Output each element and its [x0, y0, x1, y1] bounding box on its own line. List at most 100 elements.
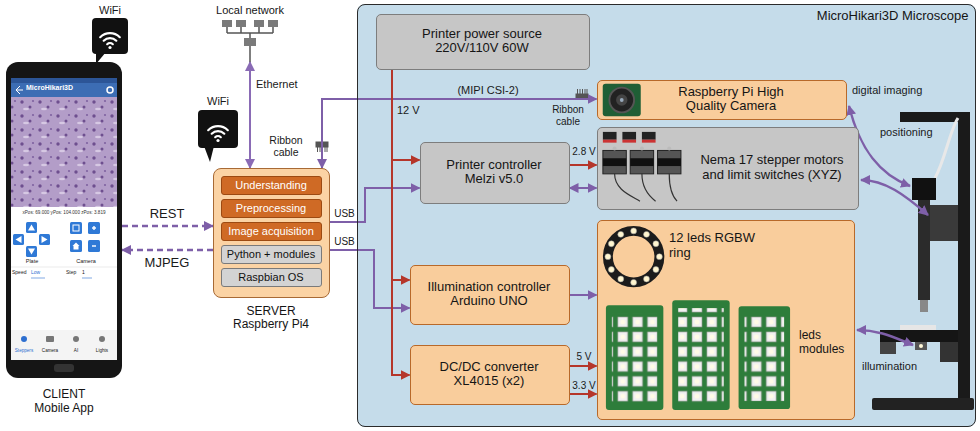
line-shape [31, 278, 45, 279]
illumination-controller-box: Illumination controller Arduino UNO [410, 265, 570, 325]
app-label: Speed [12, 270, 30, 276]
rect-shape [222, 20, 232, 27]
nav-label: AI [64, 348, 88, 353]
circle-shape [108, 46, 111, 49]
software-layer: Raspbian OS [221, 268, 322, 287]
circle-shape [652, 240, 658, 246]
connector-line [330, 188, 420, 222]
circle-shape [21, 336, 27, 342]
rect-shape [918, 200, 930, 300]
server-caption: SERVER Raspberry Pi4 [225, 305, 317, 333]
rect-shape [657, 158, 680, 166]
rect-shape [93, 226, 94, 230]
function-label: positioning [880, 126, 942, 139]
rect-shape [70, 240, 82, 252]
g-shape [602, 83, 640, 115]
printer-controller-box: Printer controller Melzi v5.0 [420, 142, 570, 204]
app-value: 1 [82, 270, 92, 276]
rect-shape [268, 20, 278, 27]
circle-shape [612, 146, 616, 150]
connector-line [249, 62, 251, 168]
connector-label: MJPEG [137, 256, 197, 271]
circle-shape [616, 94, 627, 105]
line-shape [11, 267, 117, 268]
g-shape [13, 222, 100, 257]
rect-shape [622, 131, 636, 139]
wifi-bubble [92, 18, 128, 64]
rect-shape [602, 131, 616, 139]
function-label: illumination [862, 360, 930, 373]
server-box: SERVER Raspberry Pi4UnderstandingPreproc… [213, 168, 330, 298]
circle-shape [667, 146, 671, 150]
path-shape [100, 33, 120, 44]
rect-shape [940, 342, 958, 362]
rect-shape [70, 222, 82, 234]
nav-label: Camera [38, 348, 62, 353]
wifi-label: WiFi [196, 95, 240, 108]
path-shape [208, 126, 228, 137]
network-label: Local network [207, 4, 293, 17]
rect-shape [244, 38, 256, 46]
polygon-shape [73, 243, 80, 247]
rect-shape [641, 131, 655, 139]
g-shape [16, 225, 97, 255]
power-source-box: Printer power source 220V/110V 60W [376, 14, 590, 70]
g-shape [604, 227, 661, 284]
polygon-shape [28, 249, 35, 255]
rect-shape [602, 139, 616, 142]
g-shape [6, 62, 122, 378]
g-shape [604, 227, 789, 409]
box-label: 12 leds RGBW ring [669, 231, 769, 261]
wifi-bubble [198, 110, 238, 162]
rect-shape [11, 78, 117, 83]
path-shape [227, 27, 273, 62]
path-shape [857, 330, 913, 345]
rect-shape [605, 305, 662, 410]
rect-shape [611, 313, 657, 402]
rect-shape [602, 158, 625, 166]
connector-line [570, 393, 597, 395]
circle-shape [652, 266, 658, 272]
rect-shape [92, 18, 128, 54]
rect-shape [900, 325, 936, 330]
polygon-shape [28, 225, 35, 231]
stepper-motors-box: Nema 17 stepper motors and limit switche… [597, 127, 859, 210]
rect-shape [6, 62, 122, 378]
polygon-shape [204, 146, 214, 162]
rect-shape [13, 234, 24, 245]
position-readout: xPos: 69.000 yPos: 104.000 zPos: 3.819 [11, 210, 117, 215]
circle-shape [630, 227, 636, 233]
rect-shape [11, 97, 117, 207]
rect-shape [88, 240, 100, 252]
app-label: Step [66, 270, 81, 276]
polygon-shape [16, 236, 22, 243]
app-label: Camera [66, 258, 106, 264]
path-shape [16, 86, 23, 94]
layer-label: Raspbian OS [224, 271, 319, 284]
rect-shape [11, 83, 117, 97]
box-label: leds modules [799, 329, 851, 357]
g-shape [602, 131, 680, 200]
rect-shape [39, 234, 50, 245]
circle-shape [639, 146, 643, 150]
circle-shape [99, 336, 105, 342]
circle-shape [617, 231, 623, 237]
circle-shape [619, 98, 623, 102]
rect-shape [872, 398, 974, 410]
function-label: digital imaging [852, 84, 934, 97]
rect-shape [672, 300, 729, 410]
connector-label: 3.3 V [571, 380, 597, 392]
ribbon-connector [576, 89, 588, 99]
rect-shape [602, 83, 640, 115]
port-label: USB [333, 236, 356, 248]
panel-ground [357, 4, 976, 427]
box-label: Illumination controller Arduino UNO [417, 280, 561, 310]
circle-shape [643, 231, 649, 237]
rect-shape [641, 139, 655, 142]
rect-shape [678, 308, 724, 403]
rect-shape [602, 150, 625, 173]
signal-label: (MIPI CSI-2) [440, 84, 536, 97]
connector-line [570, 187, 597, 189]
rect-shape [92, 245, 96, 246]
